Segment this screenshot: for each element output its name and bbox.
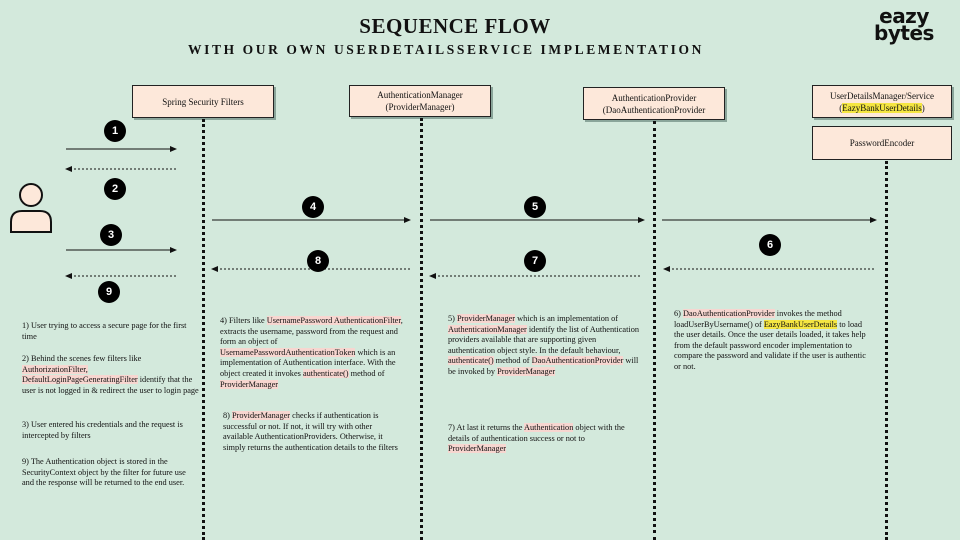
step-1-badge: 1 [104, 120, 126, 142]
highlighted-class-name: EazyBankUserDetails [763, 319, 838, 329]
eazybytes-logo: eazy bytes [872, 4, 936, 45]
highlighted-class-name: UsernamePasswordAuthenticationToken [220, 347, 356, 357]
note-text: 5) ProviderManager which is an implement… [448, 314, 640, 378]
highlighted-class-name: DaoAuthenticationProvider [531, 356, 624, 366]
note-text-part: checks if authentication is successful o… [223, 411, 398, 452]
note-text: 2) Behind the scenes few filters like Au… [22, 354, 200, 396]
note-step-4: 4) Filters like UsernamePassword Authent… [220, 316, 412, 390]
participant-password-encoder: PasswordEncoder [812, 126, 952, 160]
step-3-badge: 3 [100, 224, 122, 246]
note-text: 3) User entered his credentials and the … [22, 420, 183, 440]
step-8-badge: 8 [307, 250, 329, 272]
note-text-part: 6) [674, 309, 683, 318]
note-text: 6) DaoAuthenticationProvider invokes the… [674, 309, 870, 373]
step-6-badge: 6 [759, 234, 781, 256]
participant-label-line2: (ProviderManager) [385, 102, 455, 112]
highlighted-method-name: authenticate() [302, 368, 349, 378]
highlighted-class-name: AuthorizationFilter, DefaultLoginPageGen… [22, 364, 138, 385]
highlighted-class-name: Authentication [524, 423, 574, 432]
note-text-part: method of [348, 368, 385, 378]
note-text-part: , extracts the username, password from t… [220, 316, 403, 347]
logo-line-2: bytes [874, 21, 934, 45]
note-text: 1) User trying to access a secure page f… [22, 321, 187, 341]
step-2-badge: 2 [104, 178, 126, 200]
note-text-part: 8) [223, 411, 232, 420]
participant-label: PasswordEncoder [849, 138, 915, 148]
participant-label-line1: UserDetailsManager/Service [830, 90, 934, 101]
note-text-part: 7) At last it returns the [448, 423, 525, 432]
participant-spring-security-filters: Spring Security Filters [132, 85, 274, 118]
highlighted-class-name: AuthenticationManager [448, 324, 527, 334]
participant-authentication-provider: AuthenticationProvider (DaoAuthenticatio… [583, 87, 725, 120]
note-text-part: which is an implementation of Authentica… [220, 347, 396, 378]
highlighted-class-name: UsernamePassword AuthenticationFilter [266, 316, 401, 325]
note-text-part: will be invoked by [448, 356, 639, 376]
page-subtitle: WITH OUR OWN USERDETAILSSERVICE IMPLEMEN… [188, 42, 704, 57]
step-7-badge: 7 [524, 250, 546, 272]
highlighted-class-name: ProviderManager [497, 366, 556, 376]
highlighted-class-name: ProviderManager [448, 444, 507, 454]
note-text-part: to load the user details. Once the user … [674, 319, 866, 371]
note-text: 4) Filters like UsernamePassword Authent… [220, 316, 412, 390]
note-step-3: 3) User entered his credentials and the … [22, 420, 194, 441]
page-title: SEQUENCE FLOW [359, 14, 551, 38]
step-4-badge: 4 [302, 196, 324, 218]
highlighted-class-name: EazyBankUserDetails [842, 102, 922, 113]
note-text: 7) At last it returns the Authentication… [448, 423, 628, 455]
lifeline-user-details-service [885, 161, 888, 540]
note-text-part: 5) [448, 314, 457, 323]
note-text-part: object with the details of authenticatio… [448, 423, 625, 443]
participant-authentication-manager: AuthenticationManager (ProviderManager) [349, 85, 491, 117]
highlighted-class-name: DaoAuthenticationProvider [683, 309, 775, 318]
logo-line-1: eazy [879, 4, 929, 28]
step-9-badge: 9 [98, 281, 120, 303]
user-icon [10, 183, 52, 233]
lifeline-manager [420, 118, 423, 540]
note-step-8: 8) ProviderManager checks if authenticat… [223, 411, 403, 453]
note-step-9: 9) The Authentication object is stored i… [22, 457, 198, 489]
participant-label-line1: AuthenticationManager [377, 90, 463, 100]
highlighted-method-name: authenticate() [448, 356, 494, 366]
participant-label-line1: AuthenticationProvider [611, 92, 697, 103]
step-5-badge: 5 [524, 196, 546, 218]
note-text: 9) The Authentication object is stored i… [22, 457, 186, 488]
highlighted-class-name: ProviderManager [232, 411, 291, 420]
lifeline-provider [653, 121, 656, 540]
note-text-part: identify that the user is not logged in … [22, 375, 199, 395]
participant-label-line2: (DaoAuthenticationProvider [602, 104, 706, 115]
participant-label: Spring Security Filters [162, 96, 244, 107]
note-step-6: 6) DaoAuthenticationProvider invokes the… [674, 309, 870, 373]
participant-label-line2: (EazyBankUserDetails) [839, 102, 925, 113]
note-text-part: which is an implementation of [515, 314, 619, 323]
lifeline-filters [202, 119, 205, 540]
note-step-2: 2) Behind the scenes few filters like Au… [22, 354, 200, 396]
note-text-part: 2) Behind the scenes few filters like [22, 354, 142, 363]
note-text-part: 4) Filters like [220, 316, 267, 325]
note-text-part: invokes the method loadUserByUsername() … [674, 309, 842, 329]
note-step-1: 1) User trying to access a secure page f… [22, 321, 192, 342]
note-step-5: 5) ProviderManager which is an implement… [448, 314, 640, 378]
highlighted-class-name: ProviderManager [220, 379, 279, 389]
note-text-part: identify the list of Authentication prov… [448, 324, 640, 355]
highlighted-class-name: ProviderManager [457, 314, 516, 323]
note-text: 8) ProviderManager checks if authenticat… [223, 411, 403, 453]
note-step-7: 7) At last it returns the Authentication… [448, 423, 628, 455]
note-text-part: method of [493, 356, 532, 366]
participant-user-details-service: UserDetailsManager/Service (EazyBankUser… [812, 85, 952, 118]
